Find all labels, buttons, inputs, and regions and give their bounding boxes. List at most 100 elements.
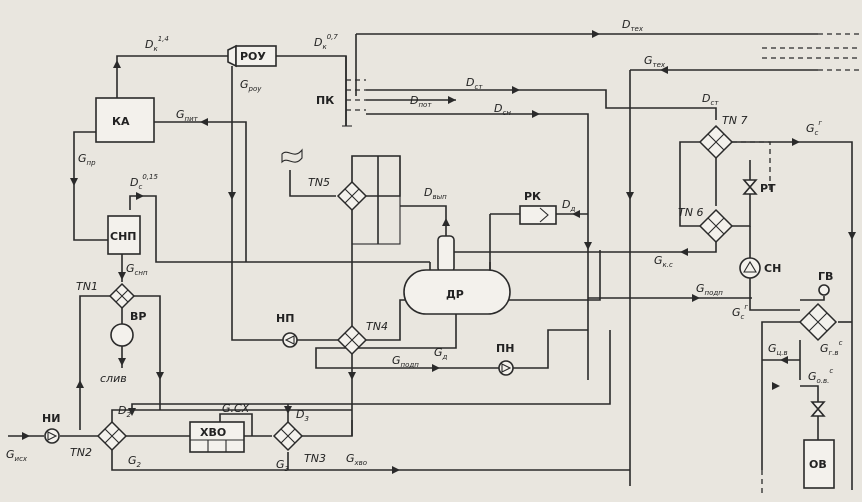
pipe-tn7-left bbox=[679, 141, 700, 227]
tn2-cross bbox=[104, 428, 120, 444]
hx-tn4 bbox=[336, 324, 368, 356]
tn7-cross bbox=[707, 133, 725, 151]
tn3-cross bbox=[280, 428, 296, 444]
pump-ni bbox=[44, 428, 60, 444]
label-rk: РК bbox=[524, 190, 541, 203]
label-d-vyp: Dвып bbox=[424, 186, 447, 201]
pipe-d-sn bbox=[366, 113, 589, 380]
label-ov: ОВ bbox=[809, 458, 827, 471]
pipe-hx-right bbox=[761, 321, 800, 470]
pump-br bbox=[110, 323, 134, 347]
label-d-tex: Dтех bbox=[622, 18, 644, 33]
label-g3: G3 bbox=[276, 458, 289, 473]
hx-tn2 bbox=[96, 420, 128, 452]
pipe-tn5-flag bbox=[289, 170, 336, 197]
arrow-tn4 bbox=[348, 372, 356, 380]
label-tn7: TN 7 bbox=[722, 114, 747, 127]
label-g-cv: Gц.в bbox=[768, 342, 788, 357]
hvo-divider bbox=[190, 439, 244, 452]
pipe-tn1-left bbox=[79, 295, 110, 430]
arrow-d-sn-down bbox=[584, 242, 592, 250]
pump-sn bbox=[739, 257, 761, 279]
label-g-pr: Gпр bbox=[78, 152, 96, 167]
pipe-d-c bbox=[129, 195, 430, 263]
label-rt: РТ bbox=[760, 182, 776, 195]
pipe-rou-out bbox=[276, 55, 347, 126]
label-tn5: TN5 bbox=[308, 176, 330, 189]
pn-tri bbox=[501, 363, 512, 373]
label-rou: РОУ bbox=[240, 50, 266, 63]
label-g-c-top: Gсг bbox=[806, 119, 822, 137]
label-g-pit: Gпит bbox=[176, 108, 199, 123]
arrow-d-st bbox=[512, 86, 520, 94]
pump-pn bbox=[498, 360, 514, 376]
label-g-podp: Gподп bbox=[696, 282, 723, 297]
tn5-flag-icon bbox=[281, 148, 303, 164]
label-d-c015: Dс0,15 bbox=[130, 173, 158, 191]
sn-tri bbox=[743, 260, 757, 273]
arrow-tn1-right bbox=[156, 372, 164, 380]
hvo-box bbox=[189, 421, 245, 453]
pipe-rt-dash bbox=[732, 141, 771, 190]
arrow-g2 bbox=[392, 466, 400, 474]
label-snp: СНП bbox=[110, 230, 137, 243]
hx-tn7 bbox=[698, 124, 734, 160]
hx-tn1 bbox=[108, 282, 136, 310]
boiler-ka bbox=[95, 97, 155, 143]
label-gsk: G.CX bbox=[222, 402, 250, 415]
tn6-cross bbox=[707, 217, 725, 235]
pipe-tn4-right bbox=[366, 250, 601, 341]
hx-tn3 bbox=[272, 420, 304, 452]
label-tn6: TN 6 bbox=[678, 206, 703, 219]
arrow-d3 bbox=[284, 406, 292, 414]
arrow-tn1-left bbox=[76, 380, 84, 388]
pipe-g-pr bbox=[73, 131, 108, 241]
rt-bowtie bbox=[742, 179, 758, 195]
label-d-pot: Dпот bbox=[410, 94, 432, 109]
flow-arrows bbox=[22, 30, 856, 474]
label-d-st: Dст bbox=[466, 76, 483, 91]
pipe-g-pit bbox=[154, 121, 247, 262]
pipe-d-st bbox=[366, 89, 717, 120]
rou-nozzle bbox=[227, 44, 237, 68]
pipe-g-rou bbox=[231, 66, 284, 341]
consumer-gv-circle bbox=[818, 284, 830, 296]
arrow-g-rou bbox=[228, 192, 236, 200]
label-g-snp: Gснп bbox=[126, 262, 148, 277]
deaerator-tank bbox=[403, 269, 511, 315]
pipe-dr-ks bbox=[452, 236, 717, 253]
tn5-cross bbox=[344, 188, 360, 204]
deaerator-dr bbox=[403, 235, 511, 315]
arrow-g-pit bbox=[200, 118, 208, 126]
arrow-g-isx bbox=[22, 432, 30, 440]
pipe-d-vyp bbox=[400, 205, 447, 236]
hw-cross bbox=[808, 312, 828, 332]
hx-tn5 bbox=[336, 180, 368, 212]
label-d2: D2 bbox=[118, 404, 131, 419]
pipe-g-tex bbox=[629, 69, 818, 486]
label-g-ks: Gк.с bbox=[654, 254, 673, 269]
label-pk: ПК bbox=[316, 94, 334, 107]
pipe-tn3-right bbox=[302, 420, 353, 437]
arrow-d-sn bbox=[532, 110, 540, 118]
label-d-sn: Dсн bbox=[494, 102, 511, 117]
label-g-rou: Gроу bbox=[240, 78, 262, 93]
label-np: НП bbox=[276, 312, 294, 325]
label-tn1: TN1 bbox=[76, 280, 98, 293]
pipe-tn7-right bbox=[732, 141, 853, 490]
rk-box bbox=[519, 205, 557, 225]
labels: Dк1,4 РОУ Dк0,7 Gроу ПК Dтех Gтех Dст Dп… bbox=[6, 18, 843, 473]
deaerator-column bbox=[437, 235, 455, 273]
label-g-ov: Gо.в.с bbox=[808, 367, 833, 385]
arrow-g-pr bbox=[70, 178, 78, 186]
arrow-dk bbox=[113, 60, 121, 68]
ni-tri bbox=[47, 431, 58, 441]
valve-rk bbox=[519, 205, 557, 225]
label-tn2: TN2 bbox=[70, 446, 92, 459]
label-g-isx: Gисх bbox=[6, 448, 28, 463]
label-g-hvo: Gхво bbox=[346, 452, 367, 467]
label-ka: КА bbox=[112, 115, 130, 128]
sn-circle bbox=[739, 257, 761, 279]
label-d3: D3 bbox=[296, 408, 309, 423]
